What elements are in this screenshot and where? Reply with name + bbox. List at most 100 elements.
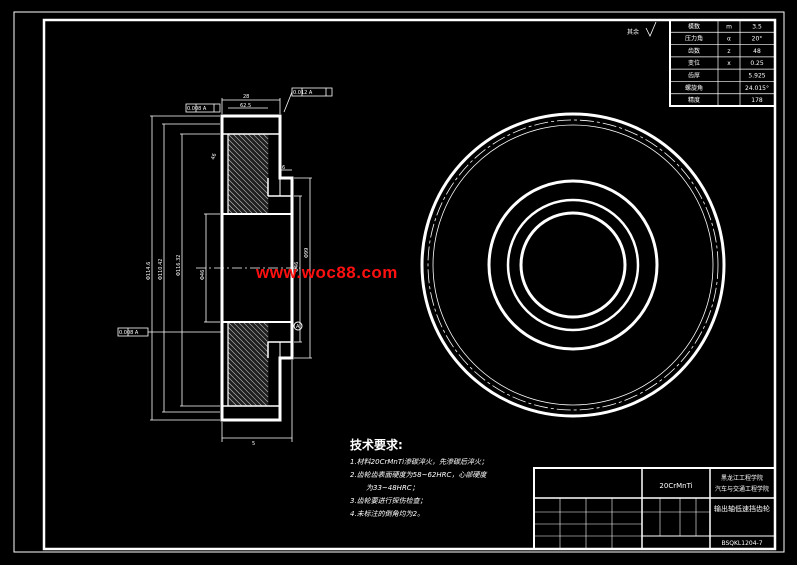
tb-dept: 汽车与交通工程学院 [715,485,769,493]
hatch-line [227,163,269,205]
hatch-line [227,153,269,195]
hatch-line [237,133,269,165]
hatch-line [247,321,269,343]
hatch-line [227,361,269,403]
section-view [117,87,333,442]
hatch-line [227,351,269,393]
root-circle [432,124,714,406]
param-val: 0.25 [750,60,764,67]
datum-marker [293,321,303,331]
hatch-line [227,341,269,383]
section-outline [220,114,294,422]
hatch-line [227,158,269,200]
hub-circle [506,198,640,332]
tech-req-title: 技术要求: [350,438,403,452]
outer-frame [13,11,785,553]
hatch-line [227,326,269,368]
addendum-circle [420,112,726,418]
tech-req-line: 3.齿轮要进行探伤检查； [350,497,427,505]
svg-text:0.008 A: 0.008 A [119,330,139,336]
param-label: 螺旋角 [685,84,703,92]
title-block-texts: 20CrMnTi 黑龙江工程学院 汽车与交通工程学院 输出轴低速挡齿轮 BSQK… [659,474,770,547]
hatch-line [227,321,269,363]
param-sym: m [726,23,732,30]
rim-inner-circle [487,179,659,351]
svg-text:Φ46: Φ46 [294,262,300,272]
hatch-line [227,183,259,215]
param-label: 变位 [688,59,700,67]
hatch-line [227,336,269,378]
pitch-circle [427,119,719,411]
hatch-line [227,366,268,407]
param-label: 齿厚 [688,71,700,79]
hatch-line [227,391,243,407]
svg-text:Φ99: Φ99 [304,248,310,258]
section-dim-texts: 28 62.5 6 46 5 Φ114.6 Φ110.42 Φ116.32 Φ4… [119,90,313,447]
hatch-line [227,143,269,185]
hatch-line [232,133,269,170]
tb-part-name: 输出轴低速挡齿轮 [714,504,770,513]
svg-text:Φ46: Φ46 [200,270,206,280]
hatch-line [227,138,269,180]
svg-text:62.5: 62.5 [240,103,251,109]
inner-frame [42,18,777,551]
hatch-line [227,356,269,398]
tb-material: 20CrMnTi [659,482,692,490]
hatch-line [227,381,253,407]
param-label: 精度 [688,96,700,104]
hatch-line [227,168,269,210]
svg-text:Φ110.42: Φ110.42 [158,259,164,280]
bore-circle [519,211,627,319]
tech-req-line: 2.齿轮齿表面硬度为58~62HRC，心部硬度 [350,471,487,479]
svg-text:5: 5 [252,441,255,447]
param-label: 齿数 [688,47,700,55]
width-dims [221,98,293,442]
hatch-line [227,331,269,373]
hatch-line [227,148,269,190]
param-label: 压力角 [685,35,703,43]
svg-text:其余: 其余 [627,28,639,36]
hatch-line [242,321,269,348]
hatch-line [227,198,244,215]
tol-frame-2 [283,87,333,113]
watermark: www.woc88.com [256,263,398,282]
svg-text:0.012 A: 0.012 A [293,90,313,96]
param-sym: x [727,60,731,67]
tb-drawing-no: BSQKL1204-7 [721,540,762,547]
hatch-line [237,321,269,353]
hatch-line [227,203,239,215]
hatch-line [262,133,269,140]
hatch-line [252,321,269,338]
tol-frame-3 [117,327,222,337]
param-val: 24.015° [745,85,769,92]
tech-req-line: 为33~48HRC； [366,484,419,492]
hatch-line [252,133,269,150]
hatch-line [232,321,269,358]
front-view [420,112,726,418]
hatch-line [227,193,249,215]
tech-req-line: 1.材料20CrMnTi渗碳淬火，先渗碳后淬火； [350,458,489,466]
hatch-line [227,371,263,407]
hatch-line [257,321,269,333]
hatch-line [227,346,269,388]
param-val: 3.5 [752,23,762,30]
param-val: 20° [752,36,763,43]
svg-text:6: 6 [282,165,285,171]
hatch-line [242,133,269,160]
svg-text:46: 46 [210,153,218,161]
technical-requirements: 技术要求: 1.材料20CrMnTi渗碳淬火，先渗碳后淬火； 2.齿轮齿表面硬度… [350,436,488,521]
svg-text:Φ114.6: Φ114.6 [146,262,152,280]
svg-text:Φ116.32: Φ116.32 [176,255,182,276]
hatch-line [227,133,269,175]
diameter-dims [150,115,312,421]
hatch-line [227,173,269,215]
tech-req-line: 4.未标注的倒角均为2。 [350,510,425,518]
svg-text:A: A [296,324,300,330]
param-sym: z [727,48,730,55]
title-block [533,467,776,550]
tb-school: 黑龙江工程学院 [721,474,763,482]
svg-text:28: 28 [243,94,249,100]
param-val: 48 [753,48,761,55]
param-sym: α [727,36,731,43]
